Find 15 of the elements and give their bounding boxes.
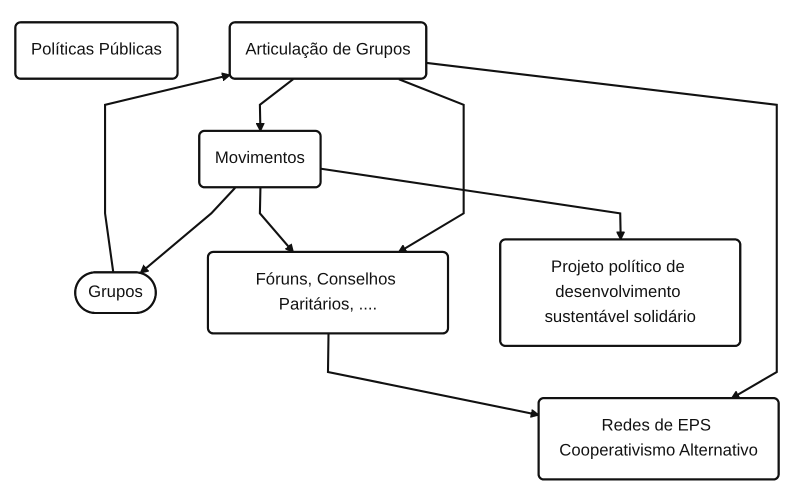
arrow: [139, 186, 236, 274]
process-box: Fóruns, Conselhos Paritários, ....: [206, 250, 449, 334]
process-box: Políticas Públicas: [14, 20, 178, 80]
process-box: Redes de EPS Cooperativismo Alternativo: [537, 396, 780, 480]
arrow: [426, 61, 778, 399]
arrow: [326, 333, 540, 418]
arrow: [255, 78, 294, 132]
arrow: [320, 167, 625, 240]
arrow: [397, 78, 464, 252]
process-box: Movimentos: [198, 129, 322, 188]
arrow: [104, 72, 230, 273]
process-box: Projeto político de desenvolvimento sustentável solidário: [498, 238, 741, 346]
process-box: Articulação de Grupos: [228, 20, 427, 80]
process-box: Grupos: [74, 270, 156, 314]
arrow: [258, 187, 294, 252]
